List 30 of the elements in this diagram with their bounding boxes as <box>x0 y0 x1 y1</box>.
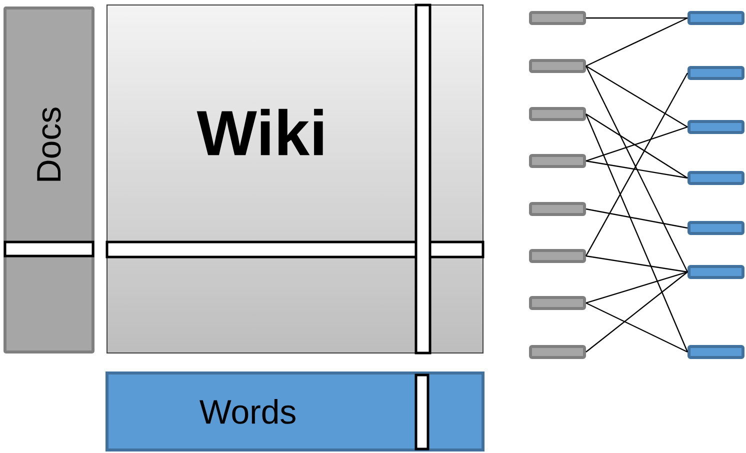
word-slot <box>688 11 744 25</box>
connector-line <box>586 113 688 178</box>
doc-slot <box>529 154 586 168</box>
connector-line <box>586 272 688 352</box>
doc-slot <box>529 106 586 121</box>
connector-line <box>586 17 688 67</box>
connector-line <box>586 302 688 353</box>
connector-line <box>586 17 688 19</box>
wiki-matrix: Wiki <box>106 4 484 354</box>
doc-slot <box>529 344 586 359</box>
connector-line <box>586 160 688 179</box>
word-slot <box>688 66 744 80</box>
connector-line <box>586 65 688 128</box>
connector-line <box>586 271 688 304</box>
doc-slot <box>529 11 586 25</box>
doc-slot <box>529 296 586 310</box>
connector-line <box>586 208 688 229</box>
connector-line <box>586 126 688 162</box>
doc-slot <box>529 248 586 263</box>
word-slot <box>688 170 744 185</box>
word-slot <box>688 264 744 279</box>
word-slot <box>688 344 744 359</box>
connector-line <box>585 114 688 352</box>
words-bar: Words <box>106 371 484 452</box>
word-slot <box>688 120 744 134</box>
connector-line <box>586 255 688 273</box>
word-slot <box>688 220 744 235</box>
doc-slot <box>529 59 586 73</box>
docs-bar: Docs <box>4 6 94 354</box>
doc-slot <box>529 202 586 216</box>
